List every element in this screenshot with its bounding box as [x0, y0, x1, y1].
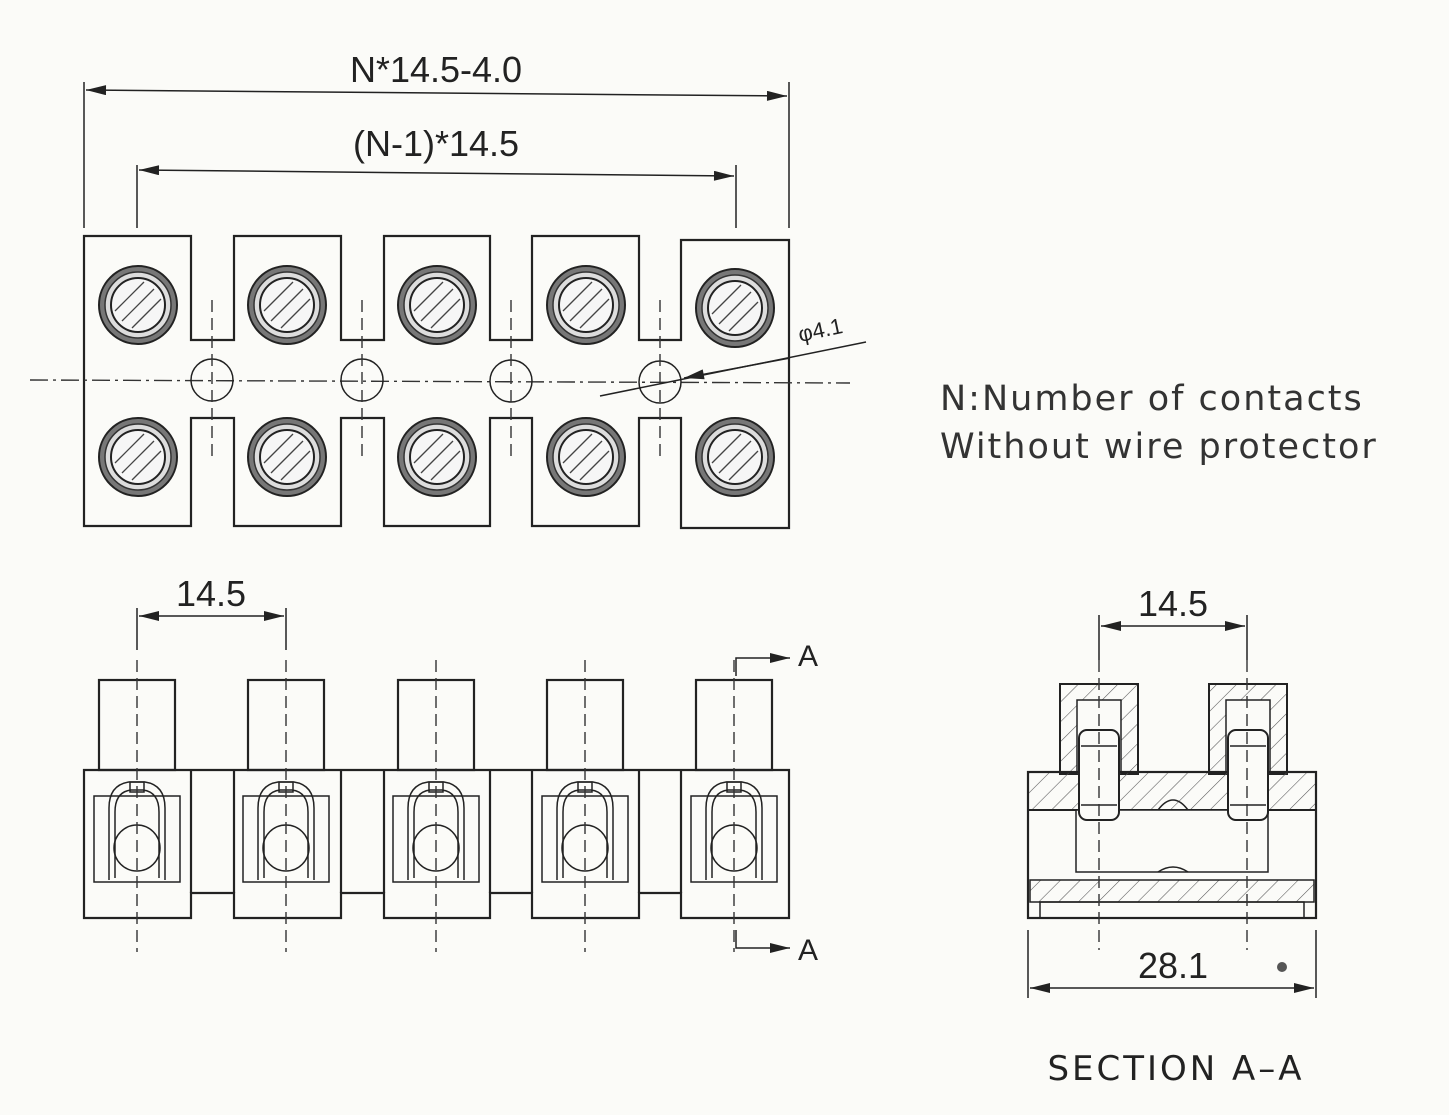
- front-view: 14.5 A A: [82, 573, 818, 967]
- screw-icon: [98, 417, 178, 497]
- section-arrow-top: [735, 653, 790, 676]
- section-screw-right: [1227, 729, 1269, 821]
- screw-icon: [546, 265, 626, 345]
- note-contacts: N:Number of contacts: [940, 379, 1364, 419]
- section-upper-band: [1027, 771, 1317, 811]
- top-center-line: [29, 379, 851, 384]
- screw-icon: [397, 265, 477, 345]
- screw-icon: [397, 417, 477, 497]
- front-body-outline: [82, 768, 791, 920]
- screw-icon: [695, 268, 775, 348]
- overall-dim-line: [85, 85, 788, 101]
- section-marker-top: A: [798, 640, 818, 673]
- screw-row-top: [98, 265, 775, 348]
- note-wire-protector: Without wire protector: [940, 427, 1378, 467]
- span-dim-line: [138, 165, 735, 181]
- terminal-unit: [392, 660, 480, 952]
- screw-icon: [247, 265, 327, 345]
- screw-icon: [695, 417, 775, 497]
- terminal-unit: [242, 660, 330, 952]
- notes: N:Number of contacts Without wire protec…: [940, 379, 1378, 467]
- pitch-span-label: (N-1)*14.5: [353, 123, 519, 164]
- top-body-outline: [82, 234, 791, 530]
- mounting-holes: [190, 300, 682, 460]
- section-arrow-bottom: [735, 930, 790, 953]
- section-width-label: 28.1: [1138, 945, 1208, 986]
- screw-icon: [546, 417, 626, 497]
- section-view: 14.5 28.1 SECTION A: [1026, 583, 1318, 1089]
- terminal-unit: [93, 660, 181, 952]
- screw-row-bottom: [98, 417, 775, 497]
- screw-icon: [98, 265, 178, 345]
- section-contact-plate: [1029, 879, 1315, 903]
- terminal-unit: [541, 660, 629, 952]
- top-view: N*14.5-4.0 (N-1)*14.5 φ4.1: [29, 49, 867, 530]
- section-title: SECTION A–A: [1047, 1049, 1304, 1089]
- scan-dot: [1277, 962, 1287, 972]
- section-pitch-label: 14.5: [1138, 583, 1208, 624]
- section-marker-bottom: A: [798, 934, 818, 967]
- front-pitch-label: 14.5: [176, 573, 246, 614]
- overall-length-label: N*14.5-4.0: [350, 49, 522, 90]
- screw-icon: [247, 417, 327, 497]
- terminal-unit: [690, 660, 778, 952]
- hole-diameter-label: φ4.1: [796, 313, 845, 347]
